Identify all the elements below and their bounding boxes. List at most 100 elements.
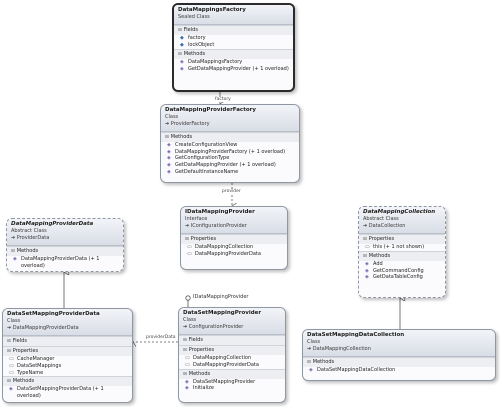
interface-lollipop-label: IDataMappingProvider	[193, 294, 249, 300]
class-name: DataSetMappingProvider	[183, 310, 262, 316]
member-field: ◆lockObject	[180, 41, 215, 48]
member-method: ◈GetDefaultInstanceName	[167, 168, 239, 175]
section-methods[interactable]: Methods	[174, 48, 293, 59]
method-icon: ◈	[185, 385, 189, 392]
class-name: DataMappingProviderData	[11, 221, 94, 227]
class-header: DataSetMappingProvider Class ➔ Configura…	[179, 308, 285, 335]
member-method: ◈CreateConfigurationView	[167, 141, 238, 148]
property-icon: ▭	[185, 361, 190, 368]
member-property: ▭DataMappingProviderData	[187, 250, 261, 257]
member-method: ◈DataSetMappingProviderData (+ 1 overloa…	[9, 386, 104, 400]
class-parent: ➔ ProviderFactory	[165, 121, 210, 128]
member-method: ◈GetConfigurationType	[167, 155, 230, 162]
section-properties[interactable]: Properties	[359, 233, 445, 244]
class-kind: Class	[307, 339, 321, 346]
property-icon: ▭	[9, 362, 14, 369]
class-parent: ➔ DataMappingProviderData	[7, 325, 79, 332]
section-methods[interactable]: Methods	[3, 376, 132, 387]
class-kind: Abstract Class	[363, 216, 399, 223]
class-header: DataMappingsFactory Sealed Class	[174, 5, 293, 26]
member-method: ◈DataSetMappingDataCollection	[309, 366, 396, 373]
class-box-data-mapping-provider-factory[interactable]: DataMappingProviderFactory Class ➔ Provi…	[160, 104, 300, 183]
property-icon: ▭	[9, 356, 14, 363]
member-property: ▭this (+ 1 not shown)	[365, 243, 425, 250]
class-header: DataMappingCollection Abstract Class ➔ D…	[359, 207, 445, 234]
class-parent: ➔ IConfigurationProvider	[185, 223, 247, 230]
class-parent: ➔ ConfigurationProvider	[183, 324, 244, 331]
method-icon: ◈	[180, 65, 184, 72]
method-icon: ◈	[185, 378, 189, 385]
section-fields[interactable]: Fields	[3, 335, 132, 346]
class-kind: Class	[7, 318, 21, 325]
section-fields[interactable]: Fields	[179, 334, 285, 345]
property-icon: ▭	[187, 250, 192, 257]
method-icon: ◈	[9, 386, 13, 393]
class-box-data-mappings-factory[interactable]: DataMappingsFactory Sealed Class Fields …	[172, 3, 295, 92]
class-parent: ➔ ProviderData	[11, 235, 50, 242]
class-header: DataMappingProviderFactory Class ➔ Provi…	[161, 105, 299, 132]
class-name: IDataMappingProvider	[185, 209, 255, 215]
class-header: DataMappingProviderData Abstract Class ➔…	[7, 219, 123, 246]
member-property: ▭DataSetMappings	[9, 362, 62, 369]
member-method: ◈GetDataMappingProvider (+ 1 overload)	[167, 162, 276, 169]
section-properties[interactable]: Properties	[181, 233, 287, 244]
member-method: ◈GetDataMappingProvider (+ 1 overload)	[180, 65, 289, 72]
section-fields[interactable]: Fields	[174, 25, 293, 36]
member-method: ◈DataMappingProviderData (+ 1 overload)	[13, 255, 100, 269]
class-name: DataSetMappingProviderData	[7, 311, 100, 317]
member-method: ◈GetDataTableConfig	[365, 274, 423, 281]
factory-association-label: factory	[215, 97, 231, 102]
provider-data-association-label: providerData	[146, 335, 176, 340]
member-property: ▭TypeName	[9, 369, 44, 376]
section-methods[interactable]: Methods	[179, 368, 285, 379]
method-icon: ◈	[167, 168, 171, 175]
section-methods[interactable]: Methods	[161, 131, 299, 142]
class-name: DataMappingsFactory	[178, 7, 246, 13]
interface-box-idata-mapping-provider[interactable]: IDataMappingProvider Interface ➔ IConfig…	[180, 206, 288, 270]
section-methods[interactable]: Methods	[7, 245, 123, 256]
property-icon: ▭	[365, 243, 370, 250]
section-methods[interactable]: Methods	[303, 356, 495, 367]
method-icon: ◈	[167, 148, 171, 155]
member-property: ▭CacheManager	[9, 356, 55, 363]
member-method: ◈Add	[365, 260, 383, 267]
section-methods[interactable]: Methods	[359, 250, 445, 261]
member-property: ▭DataMappingCollection	[185, 355, 252, 362]
class-name: DataSetMappingDataCollection	[307, 332, 405, 338]
member-method: ◈Initialize	[185, 385, 214, 392]
property-icon: ▭	[9, 369, 14, 376]
method-icon: ◈	[365, 260, 369, 267]
class-name: DataMappingProviderFactory	[165, 107, 256, 113]
class-header: IDataMappingProvider Interface ➔ IConfig…	[181, 207, 287, 234]
member-property: ▭DataMappingProviderData	[185, 361, 259, 368]
class-header: DataSetMappingProviderData Class ➔ DataM…	[3, 309, 132, 336]
class-box-data-mapping-provider-data[interactable]: DataMappingProviderData Abstract Class ➔…	[6, 218, 124, 272]
property-icon: ▭	[187, 243, 192, 250]
class-box-dataset-mapping-data-collection[interactable]: DataSetMappingDataCollection Class ➔ Dat…	[302, 329, 496, 381]
member-method: ◈DataMappingsFactory	[180, 58, 243, 65]
class-kind: Class	[165, 114, 179, 121]
member-field: ◆factory	[180, 35, 206, 42]
member-method: ◈GetCommandConfig	[365, 267, 424, 274]
class-box-dataset-mapping-provider[interactable]: DataSetMappingProvider Class ➔ Configura…	[178, 307, 286, 403]
method-icon: ◈	[365, 267, 369, 274]
member-method: ◈DataMappingProviderFactory (+ 1 overloa…	[167, 148, 286, 155]
field-icon: ◆	[180, 41, 184, 48]
class-header: DataSetMappingDataCollection Class ➔ Dat…	[303, 330, 495, 357]
provider-association-label: provider	[222, 189, 241, 194]
class-kind: Class	[183, 317, 197, 324]
method-icon: ◈	[365, 274, 369, 281]
section-properties[interactable]: Properties	[179, 344, 285, 356]
method-icon: ◈	[180, 58, 184, 65]
class-name: DataMappingCollection	[363, 209, 436, 215]
method-icon: ◈	[167, 155, 171, 162]
method-icon: ◈	[167, 141, 171, 148]
section-properties[interactable]: Properties	[3, 345, 132, 357]
class-parent: ➔ DataCollection	[363, 223, 406, 230]
class-box-data-mapping-collection[interactable]: DataMappingCollection Abstract Class ➔ D…	[358, 206, 446, 298]
class-kind: Abstract Class	[11, 228, 47, 235]
class-box-dataset-mapping-provider-data[interactable]: DataSetMappingProviderData Class ➔ DataM…	[2, 308, 133, 403]
field-icon: ◆	[180, 35, 184, 42]
member-method: ◈DataSetMappingProvider	[185, 378, 256, 385]
